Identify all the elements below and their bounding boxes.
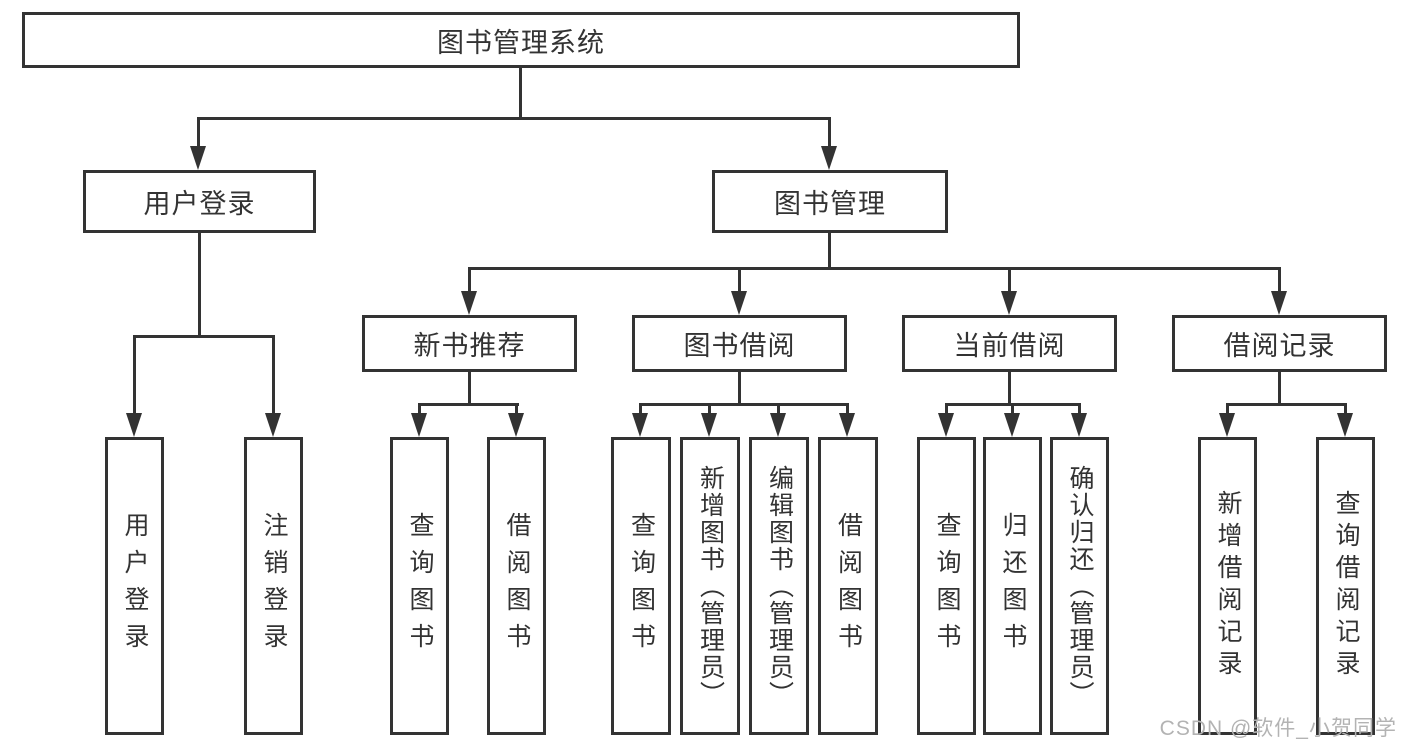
connector-line <box>945 403 948 415</box>
arrow-down-icon <box>508 413 524 437</box>
arrow-down-icon <box>411 413 427 437</box>
leaf-current-return-book: 归还图书 <box>983 437 1042 735</box>
connector-line <box>708 403 711 415</box>
arrow-down-icon <box>1004 413 1020 437</box>
node-current-borrowing-label: 当前借阅 <box>953 331 1066 361</box>
connector-line <box>515 403 518 415</box>
leaf-logout: 注销登录 <box>244 437 303 735</box>
leaf-records-add-record: 新增借阅记录 <box>1198 437 1257 735</box>
arrow-down-icon <box>938 413 954 437</box>
arrow-down-icon <box>190 146 206 170</box>
leaf-current-query-book-label: 查询图书 <box>933 512 961 660</box>
leaf-borrowing-query-book-label: 查询图书 <box>627 512 656 660</box>
leaf-borrowing-edit-book-label: 编辑图书（管理员） <box>765 464 794 708</box>
connector-line <box>846 403 849 415</box>
connector-line <box>1011 403 1014 415</box>
node-user-login-label: 用户登录 <box>143 189 256 219</box>
leaf-recommend-borrow-book: 借阅图书 <box>487 437 546 735</box>
node-current-borrowing: 当前借阅 <box>902 315 1117 372</box>
leaf-recommend-query-book: 查询图书 <box>390 437 449 735</box>
connector-line <box>738 372 741 405</box>
arrow-down-icon <box>731 291 747 315</box>
arrow-down-icon <box>770 413 786 437</box>
arrow-down-icon <box>126 413 142 437</box>
node-book-borrowing: 图书借阅 <box>632 315 847 372</box>
connector-line <box>1278 267 1281 293</box>
arrow-down-icon <box>461 291 477 315</box>
csdn-watermark: CSDN @软件_小贺同学 <box>1159 717 1397 740</box>
leaf-user-login-label: 用户登录 <box>121 512 149 660</box>
connector-line <box>777 403 780 415</box>
leaf-records-add-record-label: 新增借阅记录 <box>1214 490 1242 682</box>
leaf-recommend-borrow-book-label: 借阅图书 <box>503 512 531 660</box>
arrow-down-icon <box>632 413 648 437</box>
node-book-management: 图书管理 <box>712 170 948 233</box>
connector-line <box>418 403 519 406</box>
connector-line <box>1226 403 1347 406</box>
connector-line <box>468 267 1281 270</box>
leaf-borrowing-add-book-label: 新增图书（管理员） <box>696 464 725 708</box>
connector-line <box>639 403 849 406</box>
connector-line <box>468 372 471 405</box>
arrow-down-icon <box>1337 413 1353 437</box>
arrow-down-icon <box>839 413 855 437</box>
node-root-label: 图书管理系统 <box>437 27 605 58</box>
arrow-down-icon <box>1219 413 1235 437</box>
connector-line <box>1078 403 1081 415</box>
leaf-borrowing-edit-book: 编辑图书（管理员） <box>749 437 809 735</box>
connector-line <box>639 403 642 415</box>
connector-line <box>1008 267 1011 293</box>
connector-line <box>197 117 200 148</box>
arrow-down-icon <box>821 146 837 170</box>
node-root: 图书管理系统 <box>22 12 1020 68</box>
node-book-management-label: 图书管理 <box>774 189 886 219</box>
leaf-borrowing-borrow-book: 借阅图书 <box>818 437 878 735</box>
connector-line <box>1008 372 1011 405</box>
leaf-user-login: 用户登录 <box>105 437 164 735</box>
leaf-records-query-record: 查询借阅记录 <box>1316 437 1375 735</box>
connector-line <box>1226 403 1229 415</box>
arrow-down-icon <box>701 413 717 437</box>
connector-line <box>519 68 522 118</box>
connector-line <box>738 267 741 293</box>
arrow-down-icon <box>265 413 281 437</box>
leaf-recommend-query-book-label: 查询图书 <box>406 512 434 660</box>
leaf-borrowing-add-book: 新增图书（管理员） <box>680 437 740 735</box>
arrow-down-icon <box>1071 413 1087 437</box>
leaf-borrowing-borrow-book-label: 借阅图书 <box>834 512 863 660</box>
arrow-down-icon <box>1001 291 1017 315</box>
connector-line <box>1278 372 1281 405</box>
connector-line <box>828 233 831 268</box>
leaf-logout-label: 注销登录 <box>260 512 288 660</box>
connector-line <box>828 117 831 148</box>
connector-line <box>1344 403 1347 415</box>
arrow-down-icon <box>1271 291 1287 315</box>
connector-line <box>197 117 831 120</box>
connector-line <box>418 403 421 415</box>
connector-line <box>198 233 201 336</box>
node-borrowing-records: 借阅记录 <box>1172 315 1387 372</box>
leaf-records-query-record-label: 查询借阅记录 <box>1332 490 1360 682</box>
connector-line <box>468 267 471 293</box>
node-borrowing-records-label: 借阅记录 <box>1223 331 1336 361</box>
connector-line <box>133 335 275 338</box>
leaf-current-return-book-label: 归还图书 <box>999 512 1027 660</box>
node-book-borrowing-label: 图书借阅 <box>683 331 796 361</box>
leaf-current-query-book: 查询图书 <box>917 437 976 735</box>
leaf-current-confirm-return-label: 确认归还（管理员） <box>1066 464 1094 708</box>
node-new-book-recommend-label: 新书推荐 <box>413 331 526 361</box>
connector-line <box>272 335 275 415</box>
node-user-login: 用户登录 <box>83 170 316 233</box>
node-new-book-recommend: 新书推荐 <box>362 315 577 372</box>
connector-line <box>133 335 136 415</box>
leaf-borrowing-query-book: 查询图书 <box>611 437 671 735</box>
leaf-current-confirm-return: 确认归还（管理员） <box>1050 437 1109 735</box>
